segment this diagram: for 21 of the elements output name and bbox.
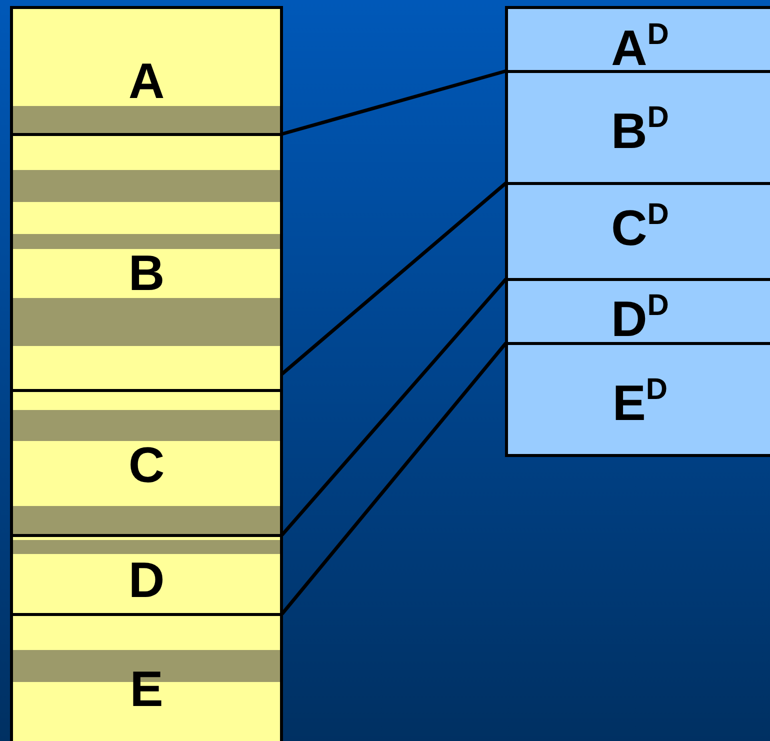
compressed-segment-box <box>505 342 770 457</box>
compressed-segment-box <box>505 6 770 73</box>
segment-label: B$^{D}$ <box>610 103 670 159</box>
connector-line <box>282 69 506 136</box>
segment-label: A <box>127 53 166 109</box>
segment-box <box>10 6 283 136</box>
segment-label: D$^{D}$ <box>610 291 670 347</box>
segment-box <box>10 389 283 537</box>
compressed-segment-box <box>505 182 770 281</box>
segment-label: E <box>128 661 164 717</box>
segment-box <box>10 133 283 392</box>
segment-label: A$^{D}$ <box>610 20 670 76</box>
segment-label: E$^{D}$ <box>611 375 669 431</box>
segment-box <box>10 613 283 741</box>
segment-box <box>10 534 283 616</box>
segment-label: B <box>127 245 166 301</box>
segment-label: C <box>127 437 166 493</box>
segment-label: C$^{D}$ <box>610 200 670 256</box>
compressed-segment-box <box>505 278 770 345</box>
compressed-segment-box <box>505 70 770 185</box>
segment-label: D <box>127 552 166 608</box>
